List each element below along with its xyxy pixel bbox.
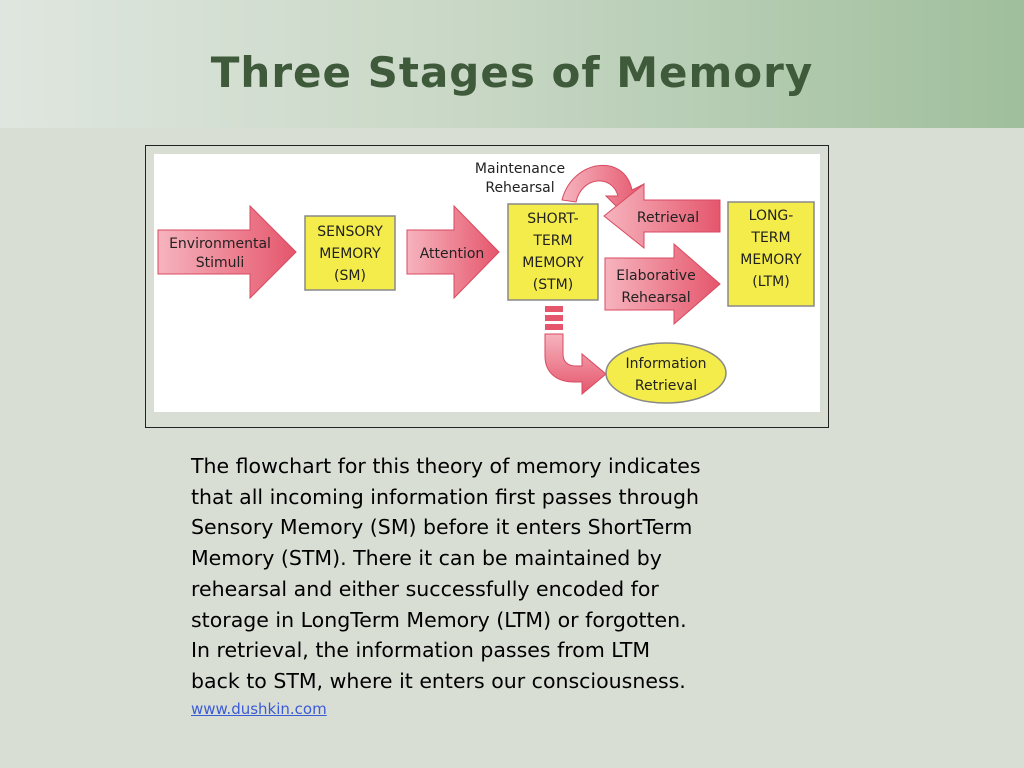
env-stimuli-label-1: Environmental	[169, 236, 271, 252]
sm-label-1: SENSORY	[317, 224, 383, 240]
environmental-stimuli-arrow	[157, 204, 297, 300]
memory-flowchart: Environmental Stimuli SENSORY MEMORY (SM…	[145, 145, 829, 428]
attention-label: Attention	[420, 246, 485, 262]
stm-label-4: (STM)	[533, 277, 573, 293]
retrieval-path-segment-3	[545, 324, 563, 330]
caption-line: Memory (STM). There it can be maintained…	[191, 546, 662, 571]
caption-line: that all incoming information first pass…	[191, 484, 700, 509]
information-retrieval-arrow	[544, 333, 607, 396]
long-term-memory-box	[727, 201, 815, 307]
caption-line: back to STM, where it enters our conscio…	[191, 668, 686, 693]
info-retrieval-label-2: Retrieval	[635, 378, 697, 394]
caption-text: The flowchart for this theory of memory …	[191, 451, 831, 697]
env-stimuli-label-2: Stimuli	[196, 255, 245, 271]
retrieval-label: Retrieval	[637, 210, 699, 226]
stm-label-2: TERM	[532, 233, 572, 249]
caption-line: Sensory Memory (SM) before it enters Sho…	[191, 515, 693, 540]
information-retrieval-ellipse	[605, 342, 727, 404]
maintenance-label-1: Maintenance	[475, 161, 565, 177]
elaborative-label-2: Rehearsal	[621, 290, 690, 306]
retrieval-arrow	[603, 182, 721, 250]
page-title: Three Stages of Memory	[210, 48, 814, 97]
maintenance-label-2: Rehearsal	[485, 180, 554, 196]
elaborative-rehearsal-arrow	[604, 242, 721, 326]
retrieval-path-segment-1	[545, 306, 563, 312]
retrieval-path-segment-2	[545, 315, 563, 321]
info-retrieval-label-1: Information	[625, 356, 706, 372]
attention-arrow	[406, 204, 500, 300]
caption-line: The flowchart for this theory of memory …	[191, 454, 701, 478]
elaborative-label-1: Elaborative	[616, 268, 695, 284]
flowchart-svg: Environmental Stimuli SENSORY MEMORY (SM…	[154, 154, 820, 412]
sm-label-3: (SM)	[334, 268, 366, 284]
ltm-label-1: LONG-	[749, 208, 794, 224]
sm-label-2: MEMORY	[319, 246, 381, 262]
stm-label-3: MEMORY	[522, 255, 584, 271]
ltm-label-4: (LTM)	[752, 274, 789, 290]
sensory-memory-box	[304, 215, 396, 291]
source-link[interactable]: www.dushkin.com	[191, 700, 327, 718]
title-band	[0, 0, 1024, 128]
caption-line: In retrieval, the information passes fro…	[191, 638, 651, 663]
caption-line: storage in LongTerm Memory (LTM) or forg…	[191, 607, 687, 632]
ltm-label-2: TERM	[750, 230, 790, 246]
ltm-label-3: MEMORY	[740, 252, 802, 268]
stm-label-1: SHORT-	[527, 211, 578, 227]
caption-line: rehearsal and either successfully encode…	[191, 576, 659, 601]
short-term-memory-box	[507, 203, 599, 301]
